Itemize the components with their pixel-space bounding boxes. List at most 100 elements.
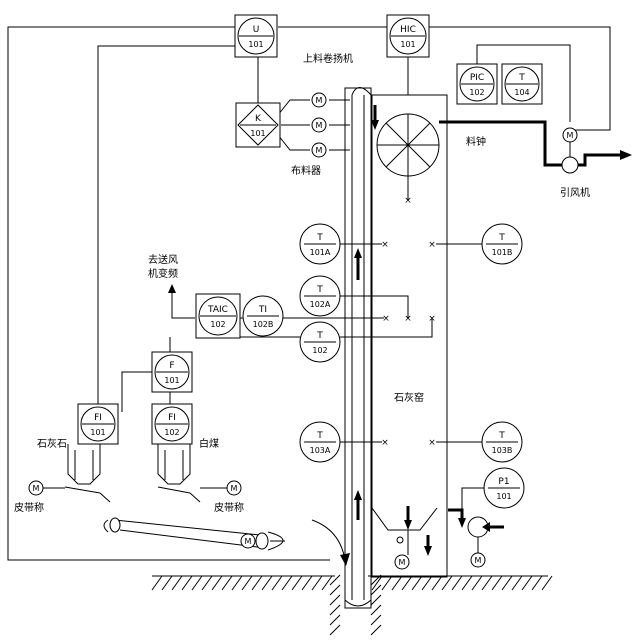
material-bell: [376, 113, 440, 200]
motor-label: M: [33, 484, 40, 493]
motor-label: M: [245, 537, 252, 546]
vfd-arrow: [168, 284, 176, 293]
label-fan: 引风机: [560, 186, 590, 199]
text-labels: 上料卷扬机 布料器 料钟 引风机 去送风 机变频 石灰窑 石灰石 白煤 皮带称 …: [14, 52, 590, 514]
sensor-point-mark: ×: [428, 438, 436, 448]
instrument-number: 101: [400, 40, 415, 49]
instrument-number: 103B: [492, 446, 513, 455]
instrument-tag: TAIC: [207, 305, 228, 315]
instrument-number: 102: [469, 88, 484, 97]
label-limestone: 石灰石: [37, 437, 67, 450]
motor-label: M: [316, 121, 323, 130]
instrument-tag: T: [498, 233, 505, 243]
inst-t-102a: T 102A: [299, 275, 341, 317]
instrument-tag: T: [498, 431, 505, 441]
instrument-tag: HIC: [400, 25, 416, 35]
instruments: U101HIC101K101PIC102T104T101AT101BT102AT…: [77, 14, 543, 509]
motor-symbol: M: [226, 480, 242, 496]
sensor-point-mark: ×: [382, 314, 390, 324]
instrument-number: 101B: [492, 248, 513, 257]
sensor-point-mark: ×: [381, 438, 389, 448]
weigh-hoppers: [40, 424, 227, 503]
motor-label: M: [231, 484, 238, 493]
sensor-point-mark: ×: [404, 196, 412, 206]
inst-pic-102: PIC 102: [456, 63, 498, 105]
instrument-number: 103A: [310, 446, 331, 455]
motor-symbol: M: [28, 480, 44, 496]
label-kiln: 石灰窑: [394, 391, 424, 404]
motor-symbol: M: [311, 92, 327, 108]
inst-ti-102b: TI 102B: [242, 295, 284, 337]
instrument-number: 101: [90, 428, 105, 437]
label-coal: 白煤: [199, 437, 219, 450]
instrument-tag: T: [316, 233, 323, 243]
sensor-point-mark: ×: [428, 314, 436, 324]
label-hoist: 上料卷扬机: [303, 52, 353, 65]
instrument-number: 102B: [253, 320, 274, 329]
instrument-tag: T: [518, 73, 525, 83]
bottom-hopper: [371, 507, 438, 555]
instrument-tag: T: [316, 331, 323, 341]
instrument-number: 102: [210, 320, 225, 329]
inst-t-104: T 104: [501, 63, 543, 105]
motor-label: M: [316, 96, 323, 105]
sensor-point-mark: ×: [381, 240, 389, 250]
motor-symbol: M: [562, 127, 578, 143]
instrument-number: 102A: [310, 300, 331, 309]
inst-p1-101: P1 101: [483, 467, 525, 509]
motor-label: M: [399, 558, 406, 567]
label-distributor: 布料器: [291, 164, 321, 177]
sensor-point-mark: ×: [404, 314, 412, 324]
inst-t-103a: T 103A: [299, 421, 341, 463]
inst-fi-102: FI 102: [151, 403, 193, 445]
label-belt-scale-1: 皮带称: [14, 501, 44, 514]
label-fan-vfd-1: 去送风: [148, 253, 178, 266]
ground: [151, 574, 553, 636]
motor-symbol: M: [311, 142, 327, 158]
instrument-tag: K: [255, 114, 262, 124]
inst-t-101b: T 101B: [481, 223, 523, 265]
inst-taic-102: TAIC 102: [195, 293, 241, 339]
belt-conveyor: [103, 517, 285, 551]
instrument-number: 101: [496, 492, 511, 501]
instrument-tag: F: [169, 361, 174, 371]
instrument-number: 102: [312, 346, 327, 355]
x-marks: × × × × × × × ×: [381, 196, 436, 448]
label-bell: 料钟: [466, 135, 486, 148]
inst-t-101a: T 101A: [299, 223, 341, 265]
sensor-point-mark: ×: [428, 240, 436, 250]
instrument-tag: P1: [498, 477, 509, 487]
instrument-number: 101: [250, 129, 265, 138]
instrument-tag: U: [253, 25, 260, 35]
label-fan-vfd-2: 机变频: [148, 267, 178, 280]
instrument-number: 102: [164, 428, 179, 437]
motors: M M M M M M M M M: [28, 92, 578, 570]
inst-t-102: T 102: [299, 321, 341, 363]
motor-label: M: [475, 556, 482, 565]
instrument-number: 101: [248, 40, 263, 49]
inst-t-103b: T 103B: [481, 421, 523, 463]
motor-symbol: M: [311, 117, 327, 133]
instrument-tag: T: [316, 431, 323, 441]
inst-u-101: U 101: [234, 14, 278, 58]
inst-hic-101: HIC 101: [386, 14, 430, 58]
inst-k-101: K 101: [235, 102, 281, 148]
instrument-tag: TI: [258, 305, 267, 315]
instrument-tag: PIC: [470, 73, 484, 83]
flow-arrows: [311, 105, 432, 566]
instrument-tag: T: [316, 285, 323, 295]
motor-label: M: [567, 131, 574, 140]
motor-label: M: [316, 146, 323, 155]
bottom-fan: [448, 508, 504, 553]
instrument-number: 104: [514, 88, 529, 97]
instrument-number: 101A: [310, 248, 331, 257]
instrument-tag: FI: [168, 413, 176, 423]
motor-symbol: M: [394, 554, 410, 570]
motor-symbol: M: [470, 552, 486, 568]
label-belt-scale-2: 皮带称: [214, 501, 244, 514]
kiln: [344, 87, 448, 609]
